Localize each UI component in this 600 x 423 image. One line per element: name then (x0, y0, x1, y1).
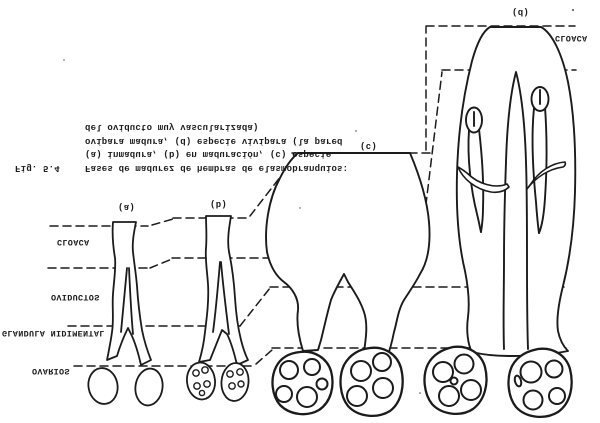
structure-stage-d (423, 26, 577, 418)
scan-speckles (63, 9, 574, 394)
caption-text: Fases de madurez de hembras de elasmobra… (85, 163, 349, 173)
label-stage-a: (a) (118, 202, 136, 212)
ovary-large-left (271, 350, 334, 416)
label-cloaca-left: CLOACA (57, 237, 90, 247)
ovary-small-right (134, 367, 164, 407)
label-glandula-nidimental: GLANDULA NIDIMENTAL (2, 328, 105, 338)
label-stage-c: (c) (360, 141, 378, 151)
structure-stage-c (265, 152, 431, 417)
caption-line-3: ovípara madura, (d) especie vivípara (la… (85, 136, 343, 146)
figure-caption: Fig. 5.4 Fases de madurez de hembras de e… (15, 120, 360, 174)
paired-oviduct-inner-lines (220, 261, 230, 335)
ovary-large-right (339, 346, 404, 417)
paired-oviduct-inner-lines (120, 267, 128, 333)
uterus-dividing-walls (502, 71, 529, 350)
embryo-right (530, 86, 550, 234)
large-oocytes (432, 353, 566, 411)
caption-line-1: Fig. 5.4 Fases de madurez de hembras de e… (15, 161, 360, 175)
structure-stage-a (87, 221, 164, 407)
label-stage-d: (d) (512, 7, 530, 17)
yolk-appendage-right (526, 161, 567, 190)
yolk-appendage-left (457, 166, 510, 194)
ovary-small-left (87, 367, 119, 405)
figure-number: Fig. 5.4 (15, 163, 60, 173)
ovary-dotted-right (220, 362, 250, 402)
large-oocytes (275, 352, 394, 408)
structure-stage-b (186, 215, 250, 402)
label-stage-b: (b) (210, 199, 228, 209)
embryo-left (465, 106, 485, 233)
paired-oviduct-inner-lines (212, 261, 221, 333)
small-oocytes (192, 366, 245, 397)
label-ovarios: OVARIOS (32, 366, 70, 376)
label-cloaca-right: CLOACA (555, 33, 588, 43)
label-oviductos: OVIDUCTOS (51, 292, 100, 302)
caption-line-2: (a) inmadura, (b) en maduración, (c) esp… (85, 149, 332, 160)
paired-oviduct-inner-lines (128, 267, 134, 335)
caption-line-4: del oviducto muy vascularizada) (85, 122, 259, 133)
